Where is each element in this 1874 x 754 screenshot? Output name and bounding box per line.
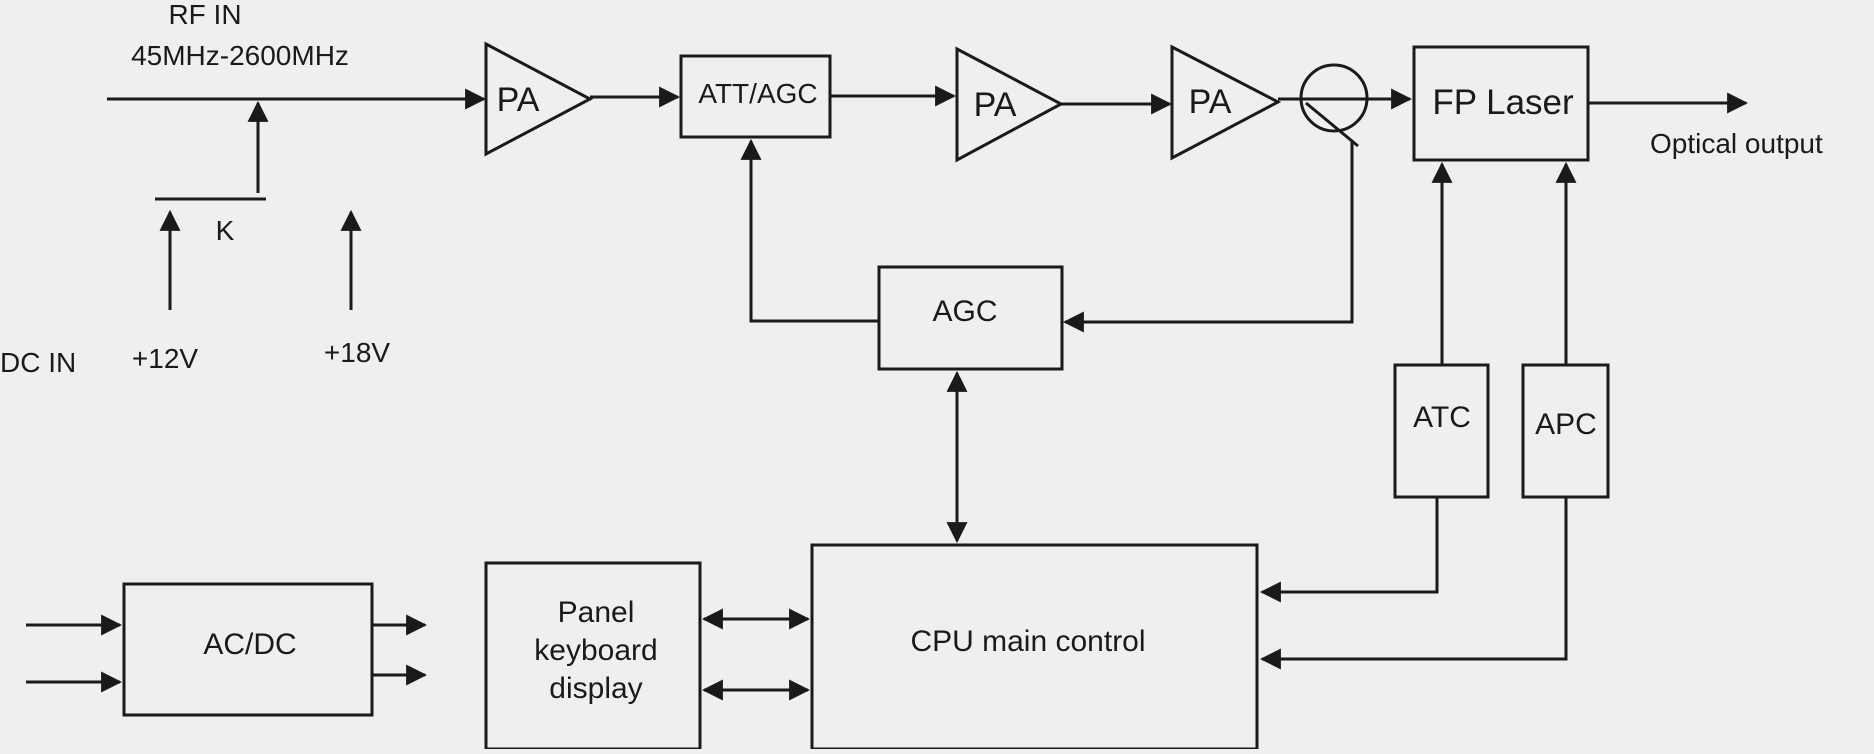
apc-to-cpu-line	[1259, 497, 1568, 670]
panel-label-line2: keyboard	[534, 634, 657, 667]
plus-18v-label: +18V	[324, 337, 390, 368]
agc-box	[877, 265, 1064, 371]
rf-in-label: RF IN	[168, 0, 241, 30]
cpu-main-control-label: CPU main control	[910, 625, 1145, 658]
acdc-box	[122, 582, 374, 717]
frequency-range-label: 45MHz-2600MHz	[131, 40, 349, 71]
plus-12v-label: +12V	[132, 343, 198, 374]
agc-to-att-control-line	[740, 138, 879, 323]
att-agc-label: ATT/AGC	[698, 78, 817, 109]
fp-laser-label: FP Laser	[1432, 83, 1574, 122]
coupler-tap-line	[1305, 101, 1359, 148]
acdc-label: AC/DC	[203, 628, 296, 661]
atc-label: ATC	[1413, 401, 1471, 434]
pa3-label: PA	[1189, 83, 1232, 121]
dc-in-label: DC IN	[0, 347, 76, 378]
pa3-amplifier-triangle	[1170, 44, 1282, 161]
switch-k-label: K	[216, 215, 235, 246]
panel-label-line3: display	[549, 672, 642, 705]
apc-label: APC	[1535, 408, 1597, 441]
agc-label: AGC	[932, 295, 997, 328]
panel-label-line1: Panel	[558, 596, 635, 629]
pa1-label: PA	[497, 81, 540, 119]
atc-to-cpu-line	[1259, 497, 1439, 603]
optical-output-label: Optical output	[1650, 128, 1823, 159]
pa1-amplifier-triangle	[484, 41, 594, 157]
pa2-label: PA	[974, 86, 1017, 124]
rf-coupler-icon	[1299, 63, 1369, 133]
coupler-to-agc-feedback-line	[1062, 141, 1354, 333]
pa2-amplifier-triangle	[955, 46, 1065, 163]
